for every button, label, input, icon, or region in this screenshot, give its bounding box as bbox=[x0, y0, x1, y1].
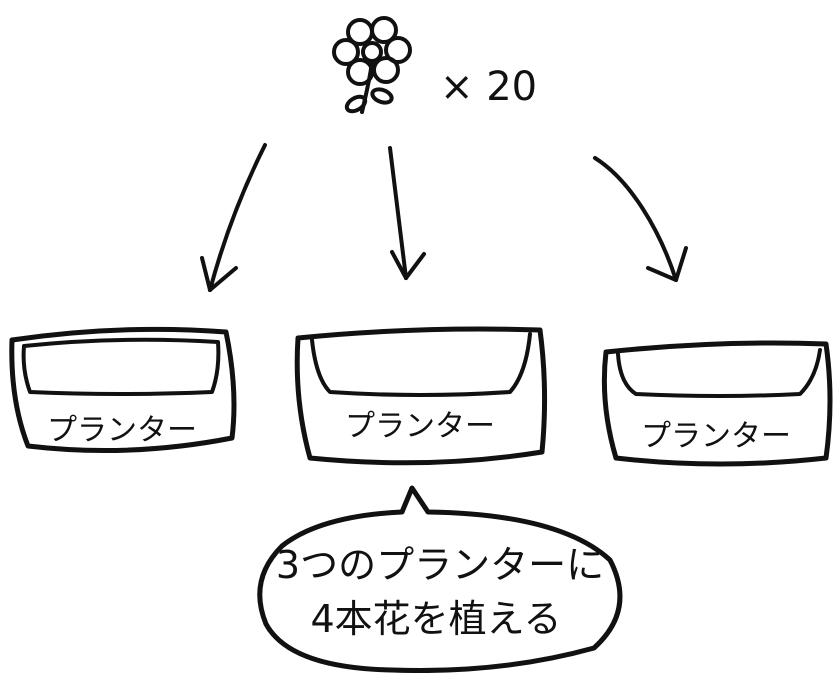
speech-bubble-line-2: 4本花を植える bbox=[310, 597, 561, 641]
planter-3-label: プランター bbox=[641, 419, 791, 454]
flower-icon bbox=[332, 16, 412, 114]
speech-bubble: 3つのプランターに 4本花を植える bbox=[257, 485, 623, 673]
planter-2-label: プランター bbox=[345, 409, 495, 444]
planter-2: プランター bbox=[294, 326, 548, 466]
speech-bubble-line-1: 3つのプランターに bbox=[276, 543, 604, 587]
planter-1-label: プランター bbox=[47, 413, 197, 448]
planter-1: プランター bbox=[9, 326, 237, 453]
planter-3: プランター bbox=[601, 340, 833, 467]
arrow-right bbox=[593, 156, 688, 282]
flower-quantity: × 20 bbox=[440, 64, 537, 110]
arrow-left bbox=[200, 143, 267, 292]
arrow-center bbox=[388, 146, 426, 280]
